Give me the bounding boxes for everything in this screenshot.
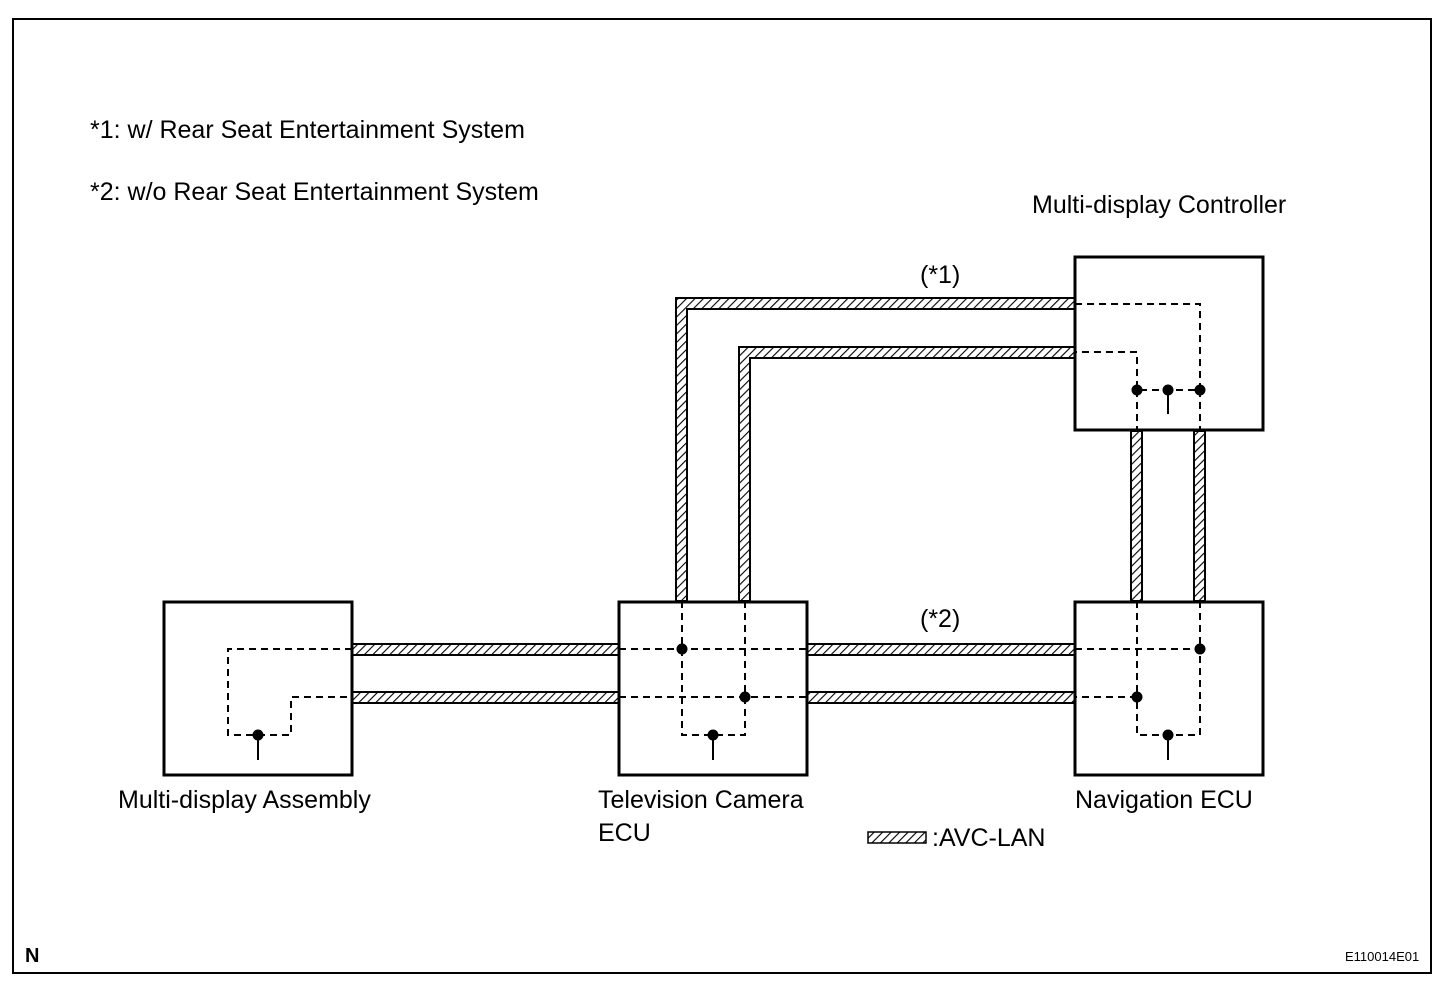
nav-dot-upper <box>1194 643 1206 655</box>
cable-tvc-nav-upper <box>806 643 1076 656</box>
tvc-wire-left-vertical <box>681 601 746 736</box>
cable-tvc-mdc-outer <box>675 297 1076 602</box>
component-boxes <box>162 255 1265 777</box>
mdc-wire-verticals <box>1136 390 1201 431</box>
label-route-star1: (*1) <box>920 261 961 289</box>
cable-mda-tvc-lower <box>351 691 620 704</box>
note-star2: *2: w/o Rear Seat Entertainment System <box>90 178 539 206</box>
cable-tvc-mdc-inner <box>738 346 1076 602</box>
label-route-star2: (*2) <box>920 605 961 633</box>
label-multi-display-controller: Multi-display Controller <box>1032 191 1287 219</box>
note-star1: *1: w/ Rear Seat Entertainment System <box>90 116 525 144</box>
label-tv-camera-ecu-line2: ECU <box>598 819 651 847</box>
cable-tvc-nav-lower <box>806 691 1076 704</box>
tvc-dot-upper <box>676 643 688 655</box>
junctions <box>252 384 1206 760</box>
label-navigation-ecu: Navigation ECU <box>1075 786 1253 814</box>
cable-nav-mdc-right <box>1193 430 1206 602</box>
cable-nav-mdc-left <box>1130 430 1143 602</box>
nav-wire-verticals <box>1136 601 1201 697</box>
legend-avc-lan-label: :AVC-LAN <box>932 824 1046 852</box>
multi-display-assembly-box <box>162 600 354 777</box>
tvc-dot-lower <box>739 691 751 703</box>
cable-mda-tvc-upper <box>351 643 620 656</box>
legend-avc-lan-swatch <box>867 831 927 844</box>
label-tv-camera-ecu-line1: Television Camera <box>598 786 804 814</box>
mdc-dot-right <box>1194 384 1206 396</box>
label-multi-display-assembly: Multi-display Assembly <box>118 786 371 814</box>
corner-letter: N <box>25 945 40 967</box>
figure-code: E110014E01 <box>1345 949 1420 964</box>
diagram-frame <box>12 18 1432 974</box>
mdc-dot-left <box>1131 384 1143 396</box>
nav-dot-lower <box>1131 691 1143 703</box>
